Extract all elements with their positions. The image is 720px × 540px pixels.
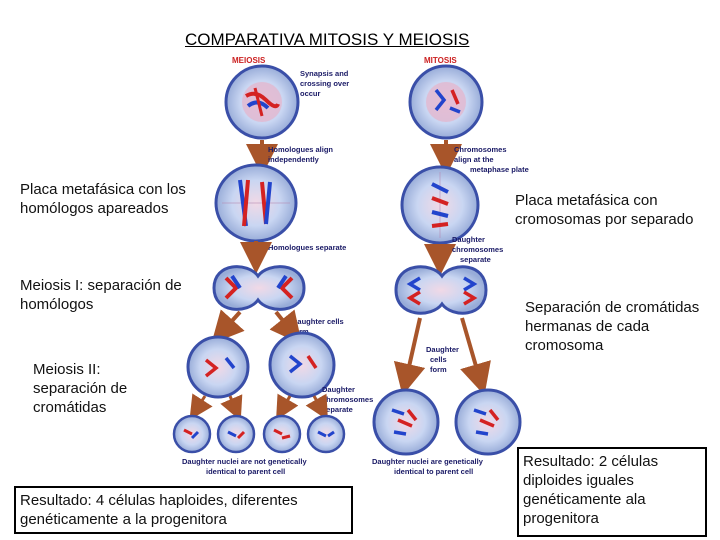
mitosis-metaphase-cell [400, 165, 480, 245]
mitosis-header: MITOSIS [424, 56, 457, 65]
meiosis-arrow-4c [276, 393, 299, 421]
meiosis-ii-cell-right [268, 331, 336, 399]
haploid-cell-2 [216, 414, 256, 454]
homologues-align-label: Homologues align independently [268, 145, 335, 164]
note-meiosis-2: Meiosis II: separación de cromátidas [33, 361, 128, 416]
mitosis-prophase-cell [408, 64, 484, 140]
meiosis-prophase-cell [224, 64, 300, 140]
mitosis-daughter-cells-form-label: Daughter cells form [426, 345, 461, 374]
note-mitosis-anaphase: Separación de cromátidas hermanas de cad… [525, 299, 700, 354]
synapsis-label: Synapsis and crossing over occur [300, 69, 351, 98]
diploid-cell-right [454, 388, 522, 456]
homologues-separate-label: Homologues separate [268, 243, 346, 252]
meiosis-arrow-3a [211, 309, 245, 344]
note-meiosis-metaphase: Placa metafásica con los homólogos apare… [20, 181, 186, 217]
mitosis-arrow-3a [393, 317, 426, 396]
note-mitosis-metaphase: Placa metafásica con cromosomas por sepa… [515, 192, 694, 228]
haploid-cell-3 [262, 414, 302, 454]
meiosis-metaphase-cell [214, 163, 298, 243]
result-meiosis-box: Resultado: 4 células haploides, diferent… [14, 486, 353, 534]
meiosis-ii-cell-left [186, 335, 250, 399]
mitosis-anaphase-cell [394, 265, 488, 315]
identical-label: Daughter nuclei are genetically identica… [372, 457, 485, 476]
chromosomes-align-label: Chromosomes align at the metaphase plate [454, 145, 529, 174]
meiosis-anaphase-cell [212, 265, 306, 311]
meiosis-arrow-4d [305, 393, 328, 421]
meiosis-arrow-3b [269, 309, 302, 345]
note-meiosis-1: Meiosis I: separación de homólogos [20, 277, 182, 313]
diploid-cell-left [372, 388, 440, 456]
mitosis-daughter-chromosomes-separate-label: Daughter chromosomes separate [452, 235, 505, 264]
haploid-cell-1 [172, 414, 212, 454]
meiosis-arrow-4a [189, 393, 213, 421]
not-identical-label: Daughter nuclei are not genetically iden… [182, 457, 309, 476]
meiosis-header: MEIOSIS [232, 56, 266, 65]
meiosis-arrow-4b [220, 394, 243, 422]
result-mitosis-box: Resultado: 2 células diploides iguales g… [517, 447, 707, 537]
mitosis-arrow-3b [460, 317, 491, 396]
meiosis-daughter-chromosomes-separate-label: Daughter chromosomes separate [322, 385, 375, 414]
haploid-cell-4 [306, 414, 346, 454]
page-title: COMPARATIVA MITOSIS Y MEIOSIS [185, 30, 470, 49]
